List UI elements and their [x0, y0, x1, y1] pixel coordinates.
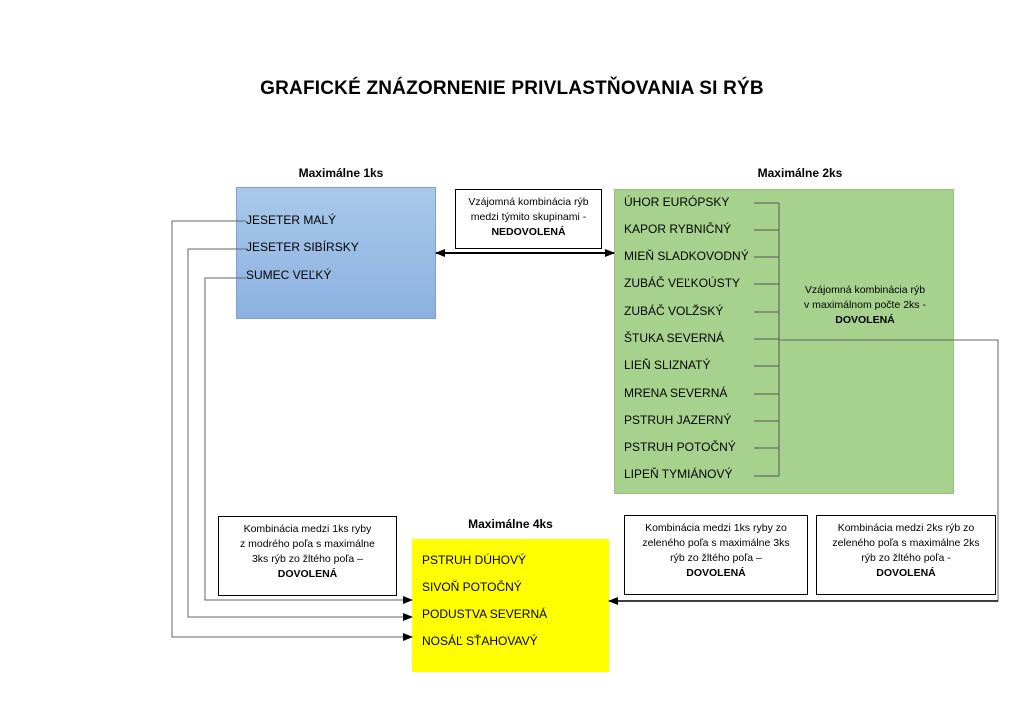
note-line: rýb zo žltého poľa - — [861, 552, 951, 564]
note-line: zeleného poľa s maximálne 2ks — [832, 537, 980, 549]
green-fish-item: PSTRUH POTOČNÝ — [624, 440, 736, 454]
note-line: zeleného poľa s maximálne 3ks — [642, 537, 790, 549]
page-title: GRAFICKÉ ZNÁZORNENIE PRIVLASTŇOVANIA SI … — [260, 78, 764, 99]
note-line: Kombinácia medzi 1ks ryby — [243, 523, 372, 535]
yellow-group-label: Maximálne 4ks — [468, 517, 553, 531]
note-line: Kombinácia medzi 2ks rýb zo — [837, 522, 975, 534]
green-fish-item: MIEŇ SLADKOVODNÝ — [624, 249, 749, 263]
note-verdict: DOVOLENÁ — [686, 567, 746, 579]
connector-jeseter-maly — [171, 220, 413, 641]
green-fish-bracket — [754, 202, 780, 477]
note-line: rýb zo žltého poľa – — [670, 552, 762, 564]
green-note-line: v maximálnom počte 2ks - — [804, 299, 926, 311]
green-fish-item: PSTRUH JAZERNÝ — [624, 413, 732, 427]
green-group-box — [614, 189, 954, 494]
blue-fish-item: SUMEC VEĽKÝ — [246, 268, 332, 282]
blue-fish-item: JESETER MALÝ — [246, 213, 337, 227]
green-group-label: Maximálne 2ks — [757, 166, 843, 180]
green-fish-item: LIEŇ SLIZNATÝ — [624, 358, 711, 372]
note-line: z modrého poľa s maximálne — [240, 538, 375, 550]
note-line: Kombinácia medzi 1ks ryby zo — [645, 522, 787, 534]
green-fish-item: ÚHOR EURÓPSKY — [624, 195, 730, 209]
yellow-fish-item: PODUSTVA SEVERNÁ — [422, 607, 548, 621]
green-fish-item: LIPEŇ TYMIÁNOVÝ — [624, 467, 733, 481]
blue-group-label: Maximálne 1ks — [298, 166, 384, 180]
green-fish-item: ZUBÁČ VOLŽSKÝ — [624, 304, 724, 318]
blue-yellow-note: Kombinácia medzi 1ks ryby z modrého poľa… — [218, 516, 397, 596]
connector-green-yellow — [608, 339, 999, 605]
note-line: medzi týmito skupinami - — [470, 211, 587, 223]
yellow-fish-item: PSTRUH DÚHOVÝ — [422, 553, 527, 567]
yellow-group-box — [412, 539, 609, 672]
green2-yellow-note: Kombinácia medzi 2ks rýb zo zeleného poľ… — [816, 515, 996, 595]
note-verdict: DOVOLENÁ — [876, 567, 936, 579]
green-fish-item: ZUBÁČ VEĽKOÚSTY — [624, 276, 741, 290]
note-line: Vzájomná kombinácia rýb — [468, 196, 589, 208]
blue-fish-item: JESETER SIBÍRSKY — [246, 240, 359, 254]
yellow-fish-item: SIVOŇ POTOČNÝ — [422, 580, 522, 594]
green-fish-item: MRENA SEVERNÁ — [624, 386, 728, 400]
green-note-verdict: DOVOLENÁ — [835, 314, 895, 326]
connector-sumec-velky — [204, 277, 413, 604]
green1-yellow-note: Kombinácia medzi 1ks ryby zo zeleného po… — [624, 515, 808, 595]
connector-jeseter-sibirsky — [187, 248, 413, 621]
green-internal-note: Vzájomná kombinácia rýb v maximálnom poč… — [790, 283, 940, 328]
green-note-line: Vzájomná kombinácia rýb — [804, 284, 926, 296]
yellow-fish-item: NOSÁĽ SŤAHOVAVÝ — [422, 634, 538, 648]
note-verdict: DOVOLENÁ — [277, 568, 338, 580]
green-fish-item: ŠTUKA SEVERNÁ — [624, 331, 725, 345]
note-line: 3ks rýb zo žltého poľa – — [251, 553, 364, 565]
note-verdict: NEDOVOLENÁ — [491, 226, 566, 238]
blue-green-note: Vzájomná kombinácia rýb medzi týmito sku… — [455, 189, 602, 249]
green-fish-item: KAPOR RYBNIČNÝ — [624, 222, 732, 236]
